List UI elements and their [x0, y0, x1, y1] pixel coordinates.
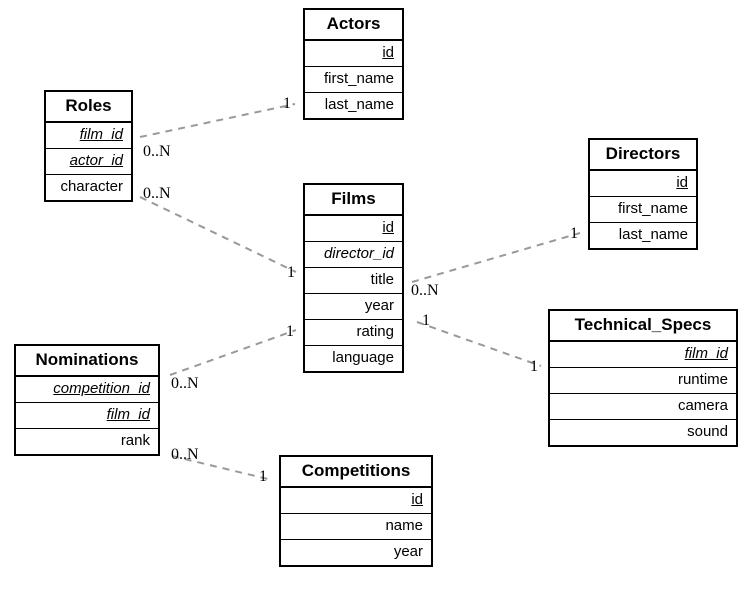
attribute-competitions-year[interactable]: year [393, 542, 423, 560]
attribute-technical_specs-film_id[interactable]: film_id [550, 342, 736, 368]
relationship-line-roles-films [139, 196, 297, 273]
attribute-directors-id[interactable]: id [590, 171, 696, 197]
cardinality-label-roles-actors-from: 0..N [143, 143, 171, 160]
relationship-line-roles-actors [139, 103, 296, 138]
attribute-films-id[interactable]: id [305, 216, 402, 242]
cardinality-label-films-technical_specs-from: 1 [422, 312, 430, 329]
entity-title-films: Films [305, 185, 402, 216]
cardinality-label-nominations-competitions-to: 1 [259, 468, 267, 485]
attribute-films-rating[interactable]: rating [305, 320, 402, 346]
entity-title-directors: Directors [590, 140, 696, 171]
relationship-line-nominations-films [169, 329, 297, 376]
cardinality-label-roles-actors-to: 1 [283, 95, 291, 112]
attribute-roles-film_id[interactable]: film_id [46, 123, 131, 149]
entity-title-nominations: Nominations [16, 346, 158, 377]
cardinality-label-films-directors-to: 1 [570, 225, 578, 242]
entity-title-technical_specs: Technical_Specs [550, 311, 736, 342]
attribute-directors-last_name[interactable]: last_name [618, 225, 688, 243]
entity-title-roles: Roles [46, 92, 131, 123]
attribute-competitions-name[interactable]: name [281, 514, 431, 540]
cardinality-label-roles-films-from: 0..N [143, 185, 171, 202]
attribute-roles-actor_id[interactable]: actor_id [46, 149, 131, 175]
cardinality-label-films-technical_specs-to: 1 [530, 358, 538, 375]
cardinality-label-nominations-films-from: 0..N [171, 375, 199, 392]
attribute-films-director_id[interactable]: director_id [305, 242, 402, 268]
relationship-line-nominations-competitions [171, 455, 273, 481]
attribute-competitions-id[interactable]: id [281, 488, 431, 514]
relationship-line-films-directors [411, 232, 581, 283]
cardinality-label-nominations-competitions-from: 0..N [171, 446, 199, 463]
entity-title-actors: Actors [305, 10, 402, 41]
attribute-films-language[interactable]: language [332, 348, 394, 366]
attribute-roles-character[interactable]: character [60, 177, 123, 195]
attribute-nominations-competition_id[interactable]: competition_id [16, 377, 158, 403]
attribute-technical_specs-sound[interactable]: sound [687, 422, 728, 440]
attribute-actors-first_name[interactable]: first_name [305, 67, 402, 93]
entity-title-competitions: Competitions [281, 457, 431, 488]
attribute-actors-id[interactable]: id [305, 41, 402, 67]
cardinality-label-films-directors-from: 0..N [411, 282, 439, 299]
attribute-films-title[interactable]: title [305, 268, 402, 294]
attribute-technical_specs-camera[interactable]: camera [550, 394, 736, 420]
attribute-films-year[interactable]: year [305, 294, 402, 320]
attribute-nominations-film_id[interactable]: film_id [16, 403, 158, 429]
attribute-nominations-rank[interactable]: rank [120, 431, 150, 449]
attribute-directors-first_name[interactable]: first_name [590, 197, 696, 223]
relationship-line-films-technical_specs [416, 321, 542, 367]
cardinality-label-roles-films-to: 1 [287, 264, 295, 281]
cardinality-label-nominations-films-to: 1 [286, 323, 294, 340]
attribute-actors-last_name[interactable]: last_name [324, 95, 394, 113]
attribute-technical_specs-runtime[interactable]: runtime [550, 368, 736, 394]
